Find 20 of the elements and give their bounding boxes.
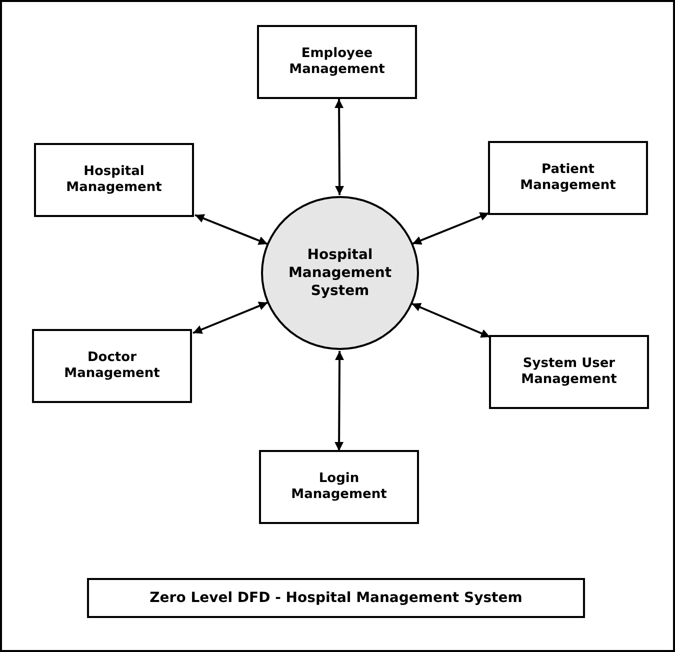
diagram-title: Zero Level DFD - Hospital Management System [87, 578, 585, 618]
double-arrow [411, 302, 490, 338]
entity-box [257, 25, 417, 99]
entity-box [32, 329, 192, 403]
double-arrow [334, 351, 344, 451]
node-label: Employee Management [288, 46, 386, 78]
node-label: Hospital Management [65, 164, 163, 196]
entity-box [488, 141, 648, 215]
double-arrow [192, 302, 268, 334]
node-label: Login Management [290, 471, 388, 503]
entity-box [489, 335, 649, 409]
double-arrow [334, 99, 344, 195]
node-label: Hospital Management System [287, 246, 393, 300]
node-label: Doctor Management [63, 350, 161, 382]
entity-box [34, 143, 194, 217]
node-label: System User Management [520, 356, 618, 388]
node-label: Patient Management [519, 162, 617, 194]
double-arrow [412, 212, 490, 245]
entity-box [259, 450, 419, 524]
double-arrow [194, 214, 268, 245]
